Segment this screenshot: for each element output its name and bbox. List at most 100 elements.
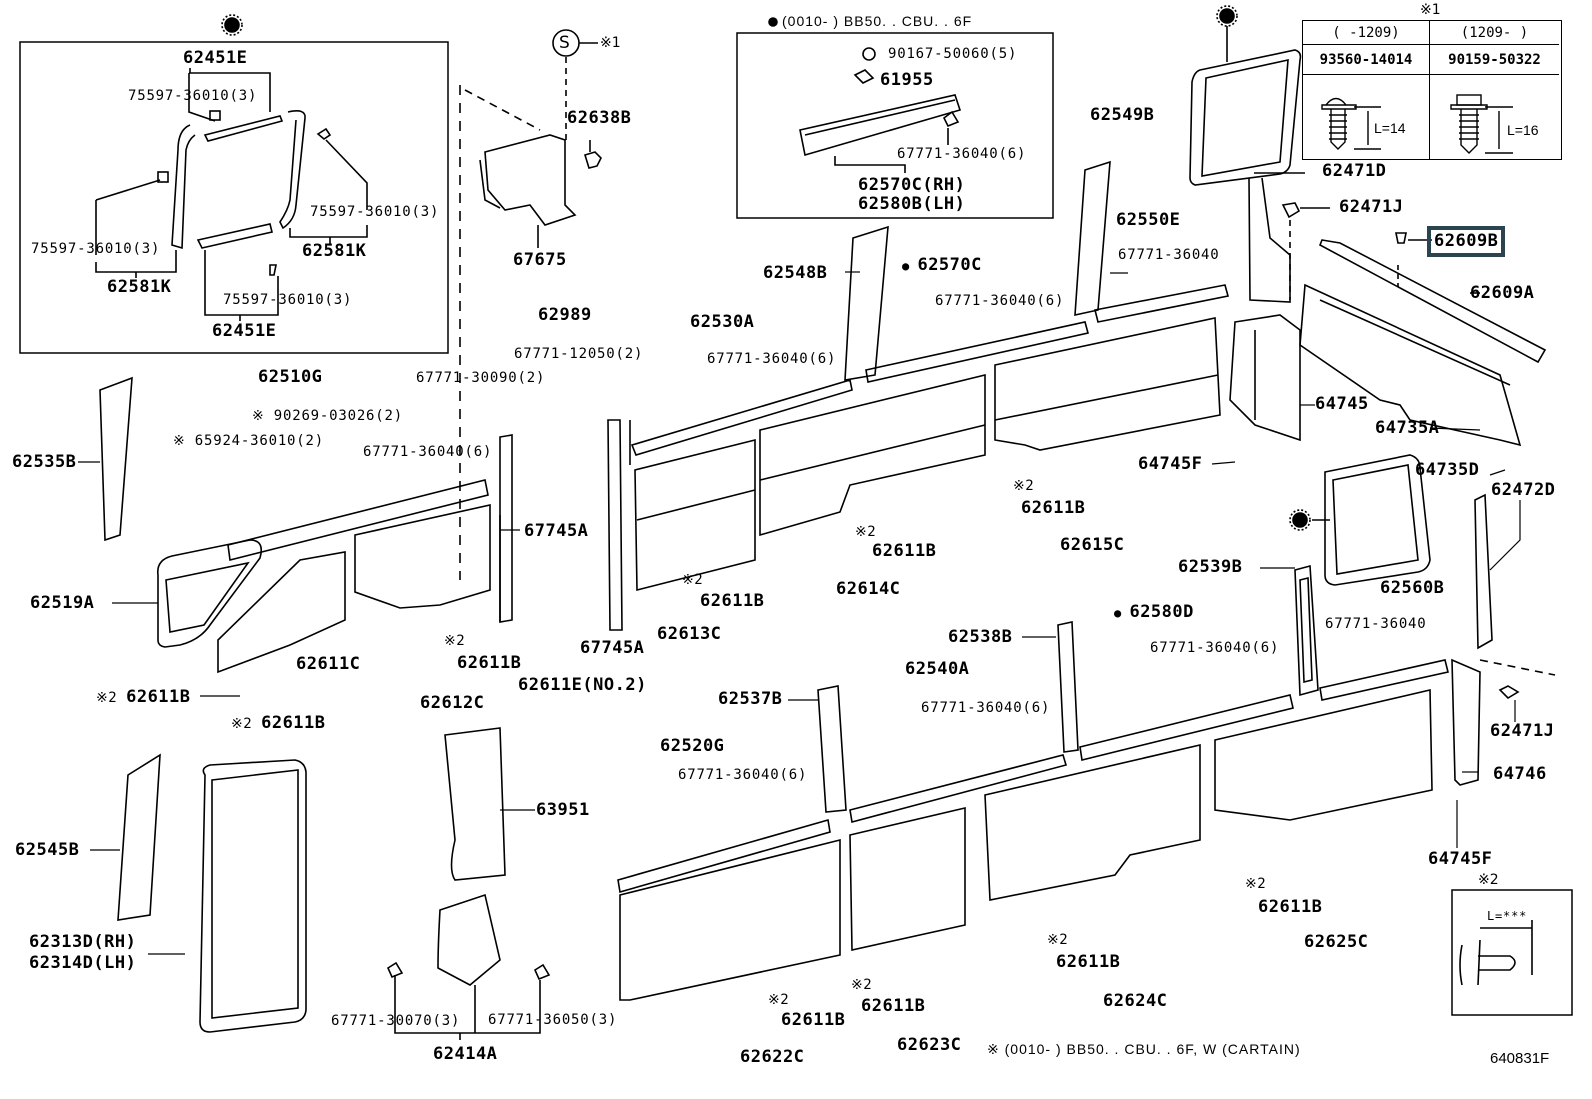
part-label-64746[interactable]: 64746 [1493, 764, 1547, 784]
part-label-75597-36010[interactable]: 75597-36010(3) [31, 241, 161, 257]
part-label-67771-36050[interactable]: 67771-36050(3) [488, 1012, 618, 1028]
part-label-62414A[interactable]: 62414A [433, 1044, 498, 1064]
part-label-62471J[interactable]: 62471J [1339, 197, 1404, 217]
upper-side-trim-panels [156, 284, 1229, 674]
part-label-62581K[interactable]: 62581K [302, 241, 367, 261]
screw-part-number-1[interactable]: 93560-14014 [1303, 45, 1430, 75]
part-label-67771-36040[interactable]: 67771-36040(6) [1150, 640, 1280, 656]
part-label-62519A[interactable]: 62519A [30, 593, 95, 613]
part-label-62614C[interactable]: 62614C [836, 579, 901, 599]
part-label-62611B[interactable]: 62611B [457, 653, 522, 673]
part-label-67771-12050[interactable]: 67771-12050(2) [514, 346, 644, 362]
note2-mark: ※2 [682, 572, 704, 588]
part-label-67771-30070[interactable]: 67771-30070(3) [331, 1013, 461, 1029]
part-label-62510G[interactable]: 62510G [258, 367, 323, 387]
part-label-67675[interactable]: 67675 [513, 250, 567, 270]
part-label-62540A[interactable]: 62540A [905, 659, 970, 679]
part-label-62539B[interactable]: 62539B [1178, 557, 1243, 577]
part-label-62611E-NO2[interactable]: 62611E(NO.2) [518, 675, 647, 695]
part-label-67771-30090[interactable]: 67771-30090(2) [416, 370, 546, 386]
part-label-62314D-LH[interactable]: 62314D(LH) [29, 953, 137, 973]
part-label-62471D[interactable]: 62471D [1322, 161, 1387, 181]
hex-screw-icon: L=16 [1449, 94, 1538, 154]
part-label-62451E[interactable]: 62451E [183, 48, 248, 68]
part-label-62570C[interactable]: ● 62570C [902, 257, 982, 274]
part-label-67745A[interactable]: 67745A [580, 638, 645, 658]
part-label-62580B-LH[interactable]: 62580B(LH) [858, 194, 966, 214]
part-label-62581K[interactable]: 62581K [107, 277, 172, 297]
part-label-62451E[interactable]: 62451E [212, 321, 277, 341]
part-label-67771-36040[interactable]: 67771-36040(6) [897, 146, 1027, 162]
part-label-61955[interactable]: 61955 [880, 70, 934, 90]
part-label-62611B[interactable]: 62611B [781, 1010, 846, 1030]
part-label-62611B[interactable]: ※2 [444, 632, 465, 649]
note2-mark: ※2 [1245, 876, 1267, 892]
part-label-62545B[interactable]: 62545B [15, 840, 80, 860]
part-label-64735D[interactable]: 64735D [1415, 460, 1480, 480]
part-label-62580D[interactable]: ● 62580D [1114, 604, 1194, 621]
part-label-67771-36040[interactable]: 67771-36040(6) [363, 444, 493, 460]
part-label-62472D[interactable]: 62472D [1491, 480, 1556, 500]
part-label-62611C[interactable]: 62611C [296, 654, 361, 674]
part-label-62623C[interactable]: 62623C [897, 1035, 962, 1055]
part-label-67771-36040[interactable]: 67771-36040(6) [678, 767, 808, 783]
part-label-67745A[interactable]: 67745A [524, 521, 589, 541]
part-label-62570C-RH[interactable]: 62570C(RH) [858, 175, 966, 195]
part-label-62625C[interactable]: 62625C [1304, 932, 1369, 952]
window-molding-group-box [19, 14, 449, 354]
part-number: 62580D [1129, 602, 1194, 622]
part-label-62560B[interactable]: 62560B [1380, 578, 1445, 598]
screw-part-number-2[interactable]: 90159-50322 [1430, 45, 1559, 75]
part-label-62611B[interactable]: 62611B [1056, 952, 1121, 972]
part-label-65924-36010[interactable]: ※ 65924-36010(2) [173, 434, 324, 448]
part-label-62549B[interactable]: 62549B [1090, 105, 1155, 125]
part-label-64745F[interactable]: 64745F [1138, 454, 1203, 474]
part-label-62537B[interactable]: 62537B [718, 689, 783, 709]
rail-62570C-box [736, 17, 1054, 219]
part-label-62612C[interactable]: 62612C [420, 693, 485, 713]
part-label-62611B[interactable]: ※2 62611B [231, 715, 326, 732]
part-label-62548B[interactable]: 62548B [763, 263, 828, 283]
part-label-62989[interactable]: 62989 [538, 305, 592, 325]
part-label-62615C[interactable]: 62615C [1060, 535, 1125, 555]
part-label-62609B-highlighted[interactable]: 62609B [1426, 226, 1506, 257]
note2-mark: ※2 [231, 716, 262, 732]
part-label-75597-36010[interactable]: 75597-36010(3) [310, 204, 440, 220]
part-label-62520G[interactable]: 62520G [660, 736, 725, 756]
part-label-62611B[interactable]: 62611B [1258, 897, 1323, 917]
bottom-condition-note: ※ (0010- ) BB50. . CBU. . 6F, W (CARTAIN… [987, 1041, 1301, 1057]
part-label-75597-36010[interactable]: 75597-36010(3) [128, 88, 258, 104]
part-label-62611B[interactable]: ※2 62611B [96, 689, 191, 706]
part-label-62313D-RH[interactable]: 62313D(RH) [29, 932, 137, 952]
note2-mark: ※2 [851, 977, 873, 993]
part-label-64735A[interactable]: 64735A [1375, 418, 1440, 438]
part-label-62530A[interactable]: 62530A [690, 312, 755, 332]
part-label-67771-36040[interactable]: 67771-36040(6) [935, 293, 1065, 309]
part-label-67771-36040[interactable]: 67771-36040 [1118, 247, 1220, 263]
part-label-62638B[interactable]: 62638B [567, 108, 632, 128]
part-label-64745F[interactable]: 64745F [1428, 849, 1493, 869]
part-label-62535B[interactable]: 62535B [12, 452, 77, 472]
rear-upper-panel-drawing [1229, 232, 1547, 447]
part-label-62611B[interactable]: 62611B [1021, 498, 1086, 518]
part-label-62611B[interactable]: 62611B [872, 541, 937, 561]
part-label-62538B[interactable]: 62538B [948, 627, 1013, 647]
part-label-67771-36040[interactable]: 67771-36040(6) [707, 351, 837, 367]
part-label-67771-36040[interactable]: 67771-36040(6) [921, 700, 1051, 716]
note2-mark: ※2 [1013, 478, 1035, 494]
part-label-62550E[interactable]: 62550E [1116, 210, 1181, 230]
note2-symbol: ※2 [1478, 872, 1499, 888]
part-label-75597-36010[interactable]: 75597-36010(3) [223, 292, 353, 308]
part-label-64745[interactable]: 64745 [1315, 394, 1369, 414]
part-label-63951[interactable]: 63951 [536, 800, 590, 820]
part-label-90269-03026[interactable]: ※ 90269-03026(2) [252, 409, 403, 423]
part-label-62624C[interactable]: 62624C [1103, 991, 1168, 1011]
part-label-62613C[interactable]: 62613C [657, 624, 722, 644]
part-label-62471J[interactable]: 62471J [1490, 721, 1555, 741]
part-label-62622C[interactable]: 62622C [740, 1047, 805, 1067]
part-label-62609A[interactable]: 62609A [1470, 283, 1535, 303]
part-label-67771-36040[interactable]: 67771-36040 [1325, 616, 1427, 632]
part-label-62611B[interactable]: 62611B [700, 591, 765, 611]
part-label-62611B[interactable]: 62611B [861, 996, 926, 1016]
part-label-90167-50060[interactable]: 90167-50060(5) [888, 46, 1018, 62]
